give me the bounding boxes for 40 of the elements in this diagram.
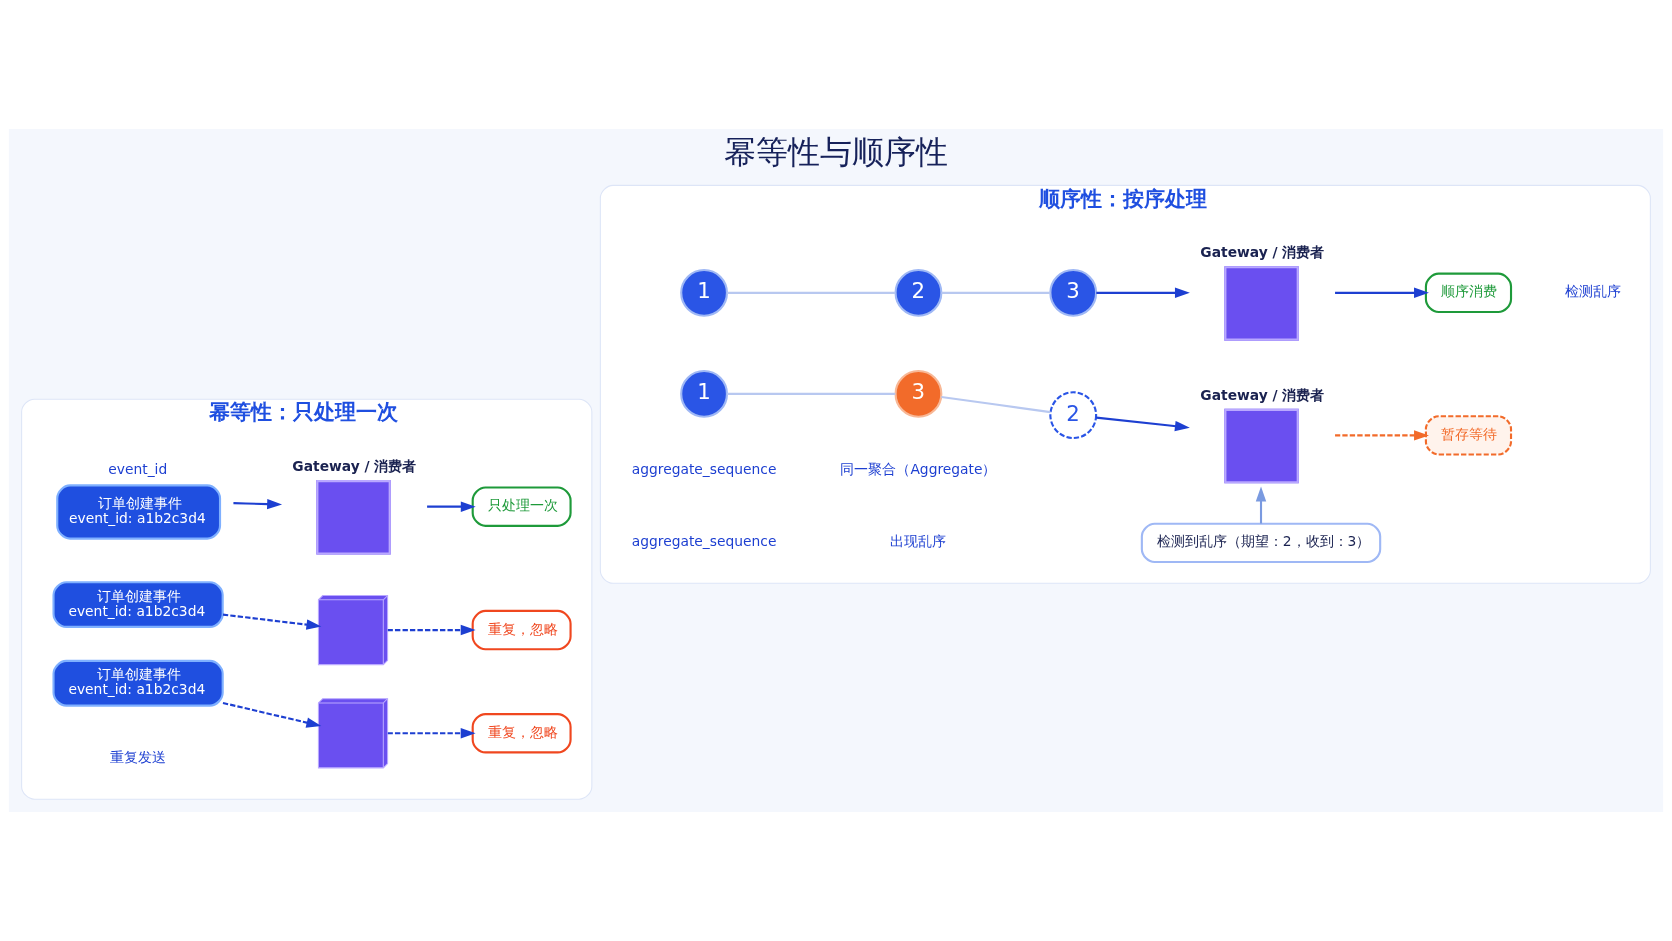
arrow: [1335, 287, 1429, 299]
label: 重复发送: [110, 749, 167, 766]
arrow: [1096, 416, 1190, 432]
node-box: 订单创建事件 event_id: a1b2c3d4: [52, 581, 224, 628]
node-label: Gateway / 消费者: [292, 457, 417, 474]
node-circle: 2: [894, 268, 943, 317]
arrow: [387, 624, 476, 636]
node-label: event_id: [108, 461, 168, 478]
connector: [941, 291, 1051, 294]
node-box: 暂存等待: [1424, 415, 1513, 456]
node-box: 顺序消费: [1424, 272, 1513, 314]
arrow: [222, 701, 322, 728]
node-circle: 3: [894, 369, 943, 418]
node-circle: 2: [1049, 391, 1098, 440]
node-circle: 1: [680, 369, 728, 418]
node-label: Gateway / 消费者: [1200, 386, 1325, 403]
arrow: [222, 613, 322, 630]
arrow: [233, 498, 283, 510]
label: 出现乱序: [890, 533, 947, 550]
arrow: [387, 728, 476, 739]
arrow: [1335, 430, 1429, 441]
arrow: [1255, 486, 1267, 524]
label: 同一聚合（Aggregate）: [840, 461, 997, 478]
diagram-title: 幂等性与顺序性: [724, 133, 948, 172]
node-box: 重复，忽略: [471, 713, 572, 754]
node-box: 只处理一次: [471, 486, 572, 527]
node-box: 订单创建事件 event_id: a1b2c3d4: [52, 659, 224, 707]
arrow: [427, 501, 476, 512]
label: 检测乱序: [1564, 283, 1621, 300]
node-label: Gateway / 消费者: [1200, 244, 1325, 261]
connector: [941, 395, 1051, 414]
node-box: 检测到乱序（期望：2，收到：3）: [1140, 522, 1382, 564]
label: aggregate_sequence: [631, 533, 777, 550]
arrow: [1096, 287, 1190, 299]
connector: [727, 291, 896, 294]
node-circle: 1: [680, 268, 728, 317]
node-circle: 3: [1049, 268, 1098, 317]
node-box: 重复，忽略: [471, 609, 572, 651]
label: aggregate_sequence: [631, 461, 777, 478]
connector: [727, 392, 896, 395]
